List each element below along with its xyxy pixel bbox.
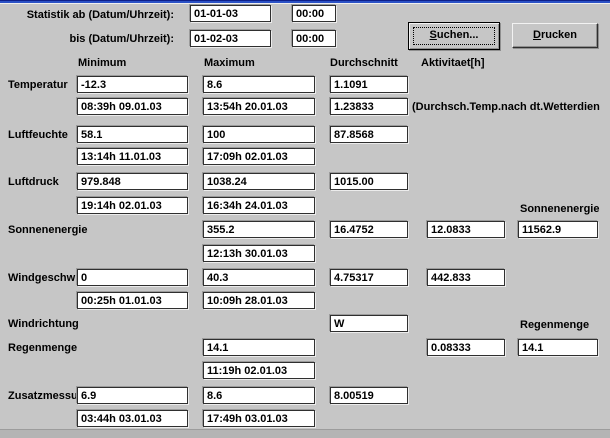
sonnenenergie-max-time-field[interactable]: 12:13h 30.01.03 bbox=[203, 245, 315, 262]
regenmenge-label: Regenmenge bbox=[8, 342, 78, 354]
windgeschw-max-field[interactable]: 40.3 bbox=[203, 269, 315, 286]
suchen-button-label: uchen... bbox=[436, 29, 479, 41]
luftdruck-min-field[interactable]: 979.848 bbox=[77, 173, 188, 190]
temperatur-max-field[interactable]: 8.6 bbox=[203, 76, 315, 93]
suchen-button[interactable]: Suchen... bbox=[408, 22, 500, 50]
sonnenenergie-activity-field[interactable]: 12.0833 bbox=[427, 221, 505, 238]
windrichtung-avg-field[interactable]: W bbox=[330, 315, 408, 332]
windgeschw-avg-field[interactable]: 4.75317 bbox=[330, 269, 408, 286]
sonnenenergie-label: Sonnenenergie bbox=[8, 224, 88, 236]
temperatur-avg-field[interactable]: 1.1091 bbox=[330, 76, 408, 93]
regenmenge-column-header: Regenmenge bbox=[520, 319, 590, 331]
windrichtung-label: Windrichtung bbox=[8, 318, 79, 330]
drucken-button-label: rucken bbox=[540, 29, 578, 41]
luftdruck-max-field[interactable]: 1038.24 bbox=[203, 173, 315, 190]
zusatzmess-min-field[interactable]: 6.9 bbox=[77, 387, 188, 404]
windgeschw-activity-field[interactable]: 442.833 bbox=[427, 269, 505, 286]
luftfeuchte-max-time-field[interactable]: 17:09h 02.01.03 bbox=[203, 148, 315, 165]
titlebar-bottom-edge bbox=[0, 0, 610, 3]
temperatur-avg2-field[interactable]: 1.23833 bbox=[330, 98, 408, 115]
column-header-maximum: Maximum bbox=[204, 57, 255, 69]
statistik-ab-label: Statistik ab (Datum/Uhrzeit): bbox=[26, 9, 174, 21]
temperatur-min-field[interactable]: -12.3 bbox=[77, 76, 188, 93]
luftfeuchte-min-field[interactable]: 58.1 bbox=[77, 126, 188, 143]
temperatur-max-time-field[interactable]: 13:54h 20.01.03 bbox=[203, 98, 315, 115]
luftdruck-avg-field[interactable]: 1015.00 bbox=[330, 173, 408, 190]
column-header-aktivitaet: Aktivitaet[h] bbox=[421, 57, 485, 69]
zusatzmessung-label: Zusatzmessu bbox=[8, 390, 77, 402]
drucken-button-accesskey: D bbox=[532, 29, 541, 41]
window-highlight-edge bbox=[0, 3, 610, 4]
luftfeuchte-label: Luftfeuchte bbox=[8, 129, 68, 141]
luftdruck-max-time-field[interactable]: 16:34h 24.01.03 bbox=[203, 197, 315, 214]
luftfeuchte-avg-field[interactable]: 87.8568 bbox=[330, 126, 408, 143]
windgeschw-min-time-field[interactable]: 00:25h 01.01.03 bbox=[77, 292, 188, 309]
sonnenenergie-avg-field[interactable]: 16.4752 bbox=[330, 221, 408, 238]
window-bottom-edge bbox=[0, 429, 610, 438]
from-date-field[interactable]: 01-01-03 bbox=[190, 5, 271, 22]
focus-rectangle bbox=[413, 27, 495, 45]
regenmenge-activity-field[interactable]: 0.08333 bbox=[427, 339, 505, 356]
luftdruck-min-time-field[interactable]: 19:14h 02.01.03 bbox=[77, 197, 188, 214]
regenmenge-total-field[interactable]: 14.1 bbox=[518, 339, 598, 356]
luftfeuchte-max-field[interactable]: 100 bbox=[203, 126, 315, 143]
zusatzmess-avg-field[interactable]: 8.00519 bbox=[330, 387, 408, 404]
drucken-button[interactable]: Drucken bbox=[512, 23, 598, 48]
temperatur-label: Temperatur bbox=[8, 79, 68, 91]
zusatzmess-min-time-field[interactable]: 03:44h 03.01.03 bbox=[77, 410, 188, 427]
suchen-button-accesskey: S bbox=[429, 29, 437, 41]
column-header-minimum: Minimum bbox=[78, 57, 127, 69]
temperatur-note: (Durchsch.Temp.nach dt.Wetterdien bbox=[412, 101, 600, 113]
windgeschwindigkeit-label: Windgeschw bbox=[8, 272, 76, 284]
luftfeuchte-min-time-field[interactable]: 13:14h 11.01.03 bbox=[77, 148, 188, 165]
column-header-durchschnitt: Durchschnitt bbox=[330, 57, 398, 69]
from-time-field[interactable]: 00:00 bbox=[292, 5, 336, 22]
sonnenenergie-column-header: Sonnenenergie bbox=[520, 203, 600, 215]
zusatzmess-max-time-field[interactable]: 17:49h 03.01.03 bbox=[203, 410, 315, 427]
temperatur-min-time-field[interactable]: 08:39h 09.01.03 bbox=[77, 98, 188, 115]
to-time-field[interactable]: 00:00 bbox=[292, 30, 336, 47]
bis-label: bis (Datum/Uhrzeit): bbox=[69, 33, 175, 45]
zusatzmess-max-field[interactable]: 8.6 bbox=[203, 387, 315, 404]
windgeschw-min-field[interactable]: 0 bbox=[77, 269, 188, 286]
sonnenenergie-max-field[interactable]: 355.2 bbox=[203, 221, 315, 238]
windgeschw-max-time-field[interactable]: 10:09h 28.01.03 bbox=[203, 292, 315, 309]
regenmenge-max-field[interactable]: 14.1 bbox=[203, 339, 315, 356]
sonnenenergie-total-field[interactable]: 11562.9 bbox=[518, 221, 598, 238]
luftdruck-label: Luftdruck bbox=[8, 176, 59, 188]
to-date-field[interactable]: 01-02-03 bbox=[190, 30, 271, 47]
regenmenge-max-time-field[interactable]: 11:19h 02.01.03 bbox=[203, 362, 315, 379]
